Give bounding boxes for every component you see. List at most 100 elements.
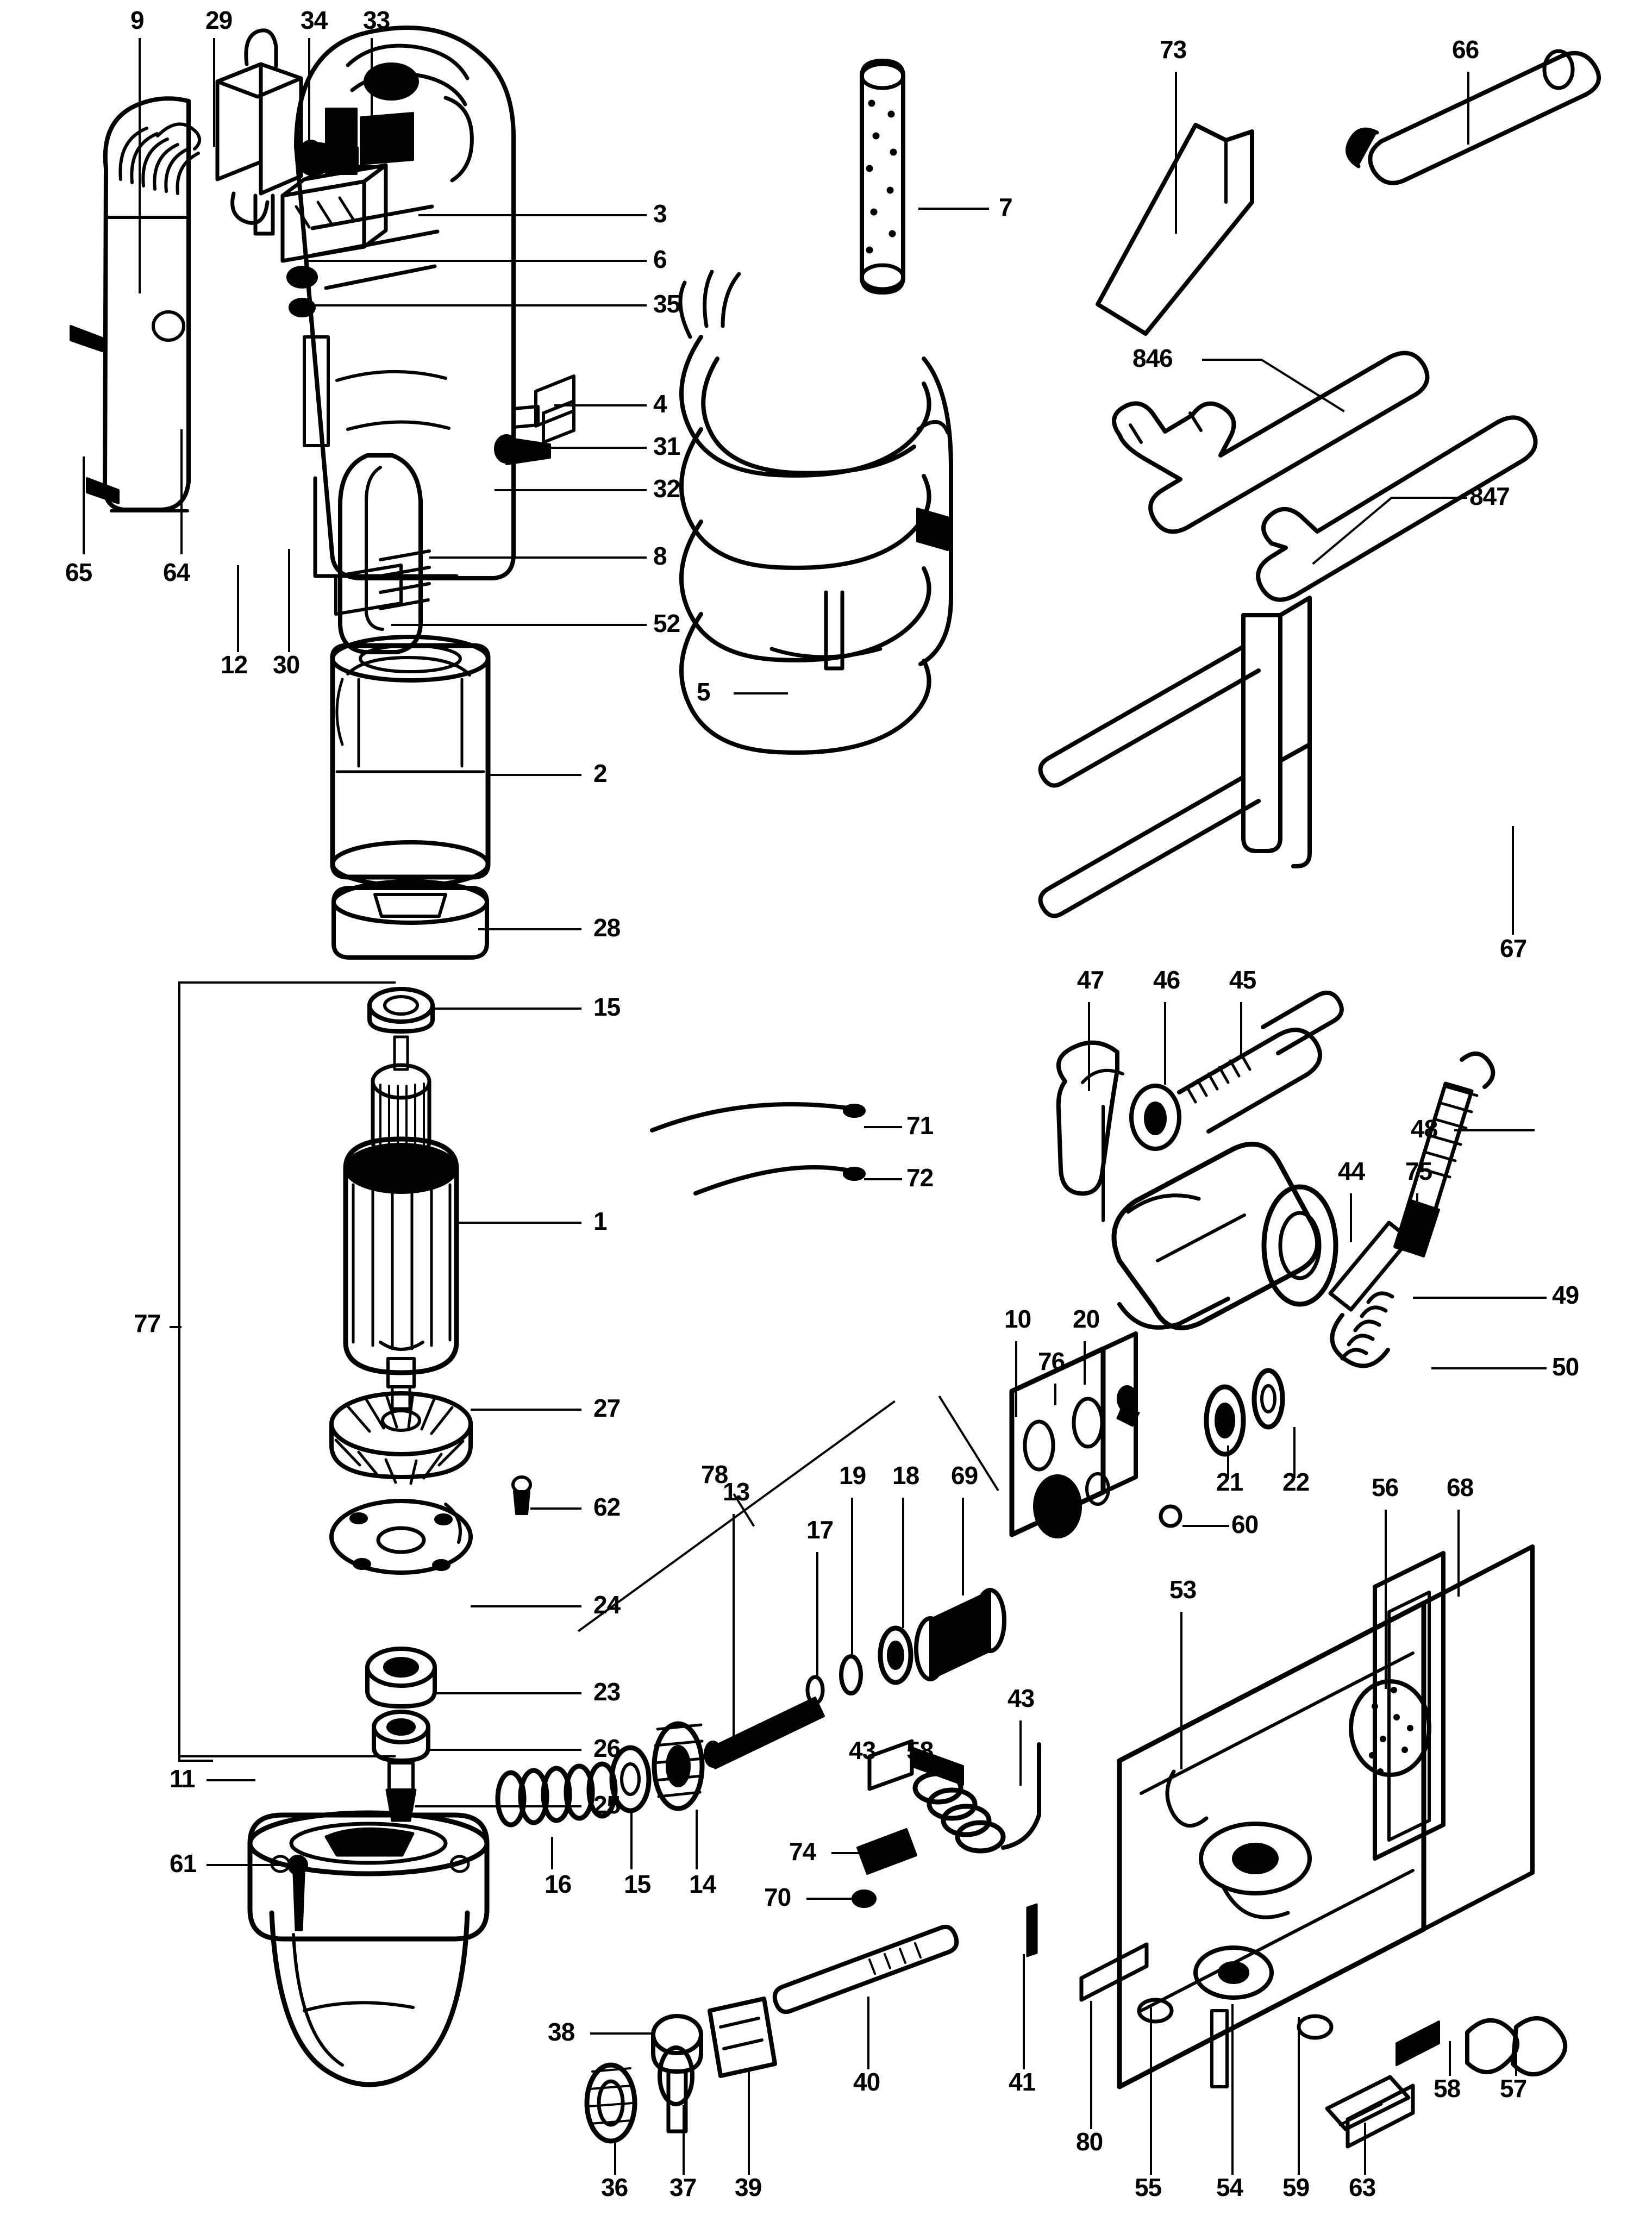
- callout-43-left[interactable]: 43: [849, 1736, 876, 1765]
- callout-1[interactable]: 1: [593, 1207, 608, 1235]
- part-pin-62: [511, 1475, 532, 1515]
- callout-55[interactable]: 55: [1135, 2173, 1162, 2201]
- callout-61[interactable]: 61: [170, 1849, 197, 1878]
- callout-8[interactable]: 8: [653, 542, 667, 570]
- callout-38[interactable]: 38: [548, 2018, 575, 2046]
- callout-846[interactable]: 846: [1132, 344, 1173, 372]
- part-bearing-26: [372, 1710, 430, 1763]
- callout-25[interactable]: 25: [593, 1791, 621, 1819]
- callout-67[interactable]: 67: [1500, 934, 1527, 962]
- part-collar-36: [584, 2062, 637, 2144]
- callout-58-lower[interactable]: 58: [1434, 2074, 1461, 2103]
- callout-5[interactable]: 5: [697, 678, 711, 706]
- callout-57[interactable]: 57: [1500, 2074, 1527, 2103]
- callout-36[interactable]: 36: [601, 2173, 628, 2201]
- callout-75[interactable]: 75: [1405, 1157, 1432, 1185]
- part-motor-cover-64: [102, 96, 202, 512]
- callout-15-top[interactable]: 15: [593, 993, 621, 1021]
- callout-47[interactable]: 47: [1077, 966, 1104, 994]
- callout-76[interactable]: 76: [1038, 1347, 1065, 1375]
- callout-9[interactable]: 9: [130, 6, 145, 34]
- part-bearing-23: [365, 1647, 437, 1709]
- part-ring-22: [1251, 1368, 1285, 1430]
- callout-21[interactable]: 21: [1216, 1468, 1243, 1496]
- callout-847[interactable]: 847: [1469, 482, 1510, 510]
- callout-6[interactable]: 6: [653, 245, 667, 273]
- group-bracket-77: [178, 981, 213, 1762]
- callout-24[interactable]: 24: [593, 1591, 621, 1619]
- callout-39[interactable]: 39: [735, 2173, 762, 2201]
- callout-59[interactable]: 59: [1282, 2173, 1310, 2201]
- callout-35[interactable]: 35: [653, 290, 680, 318]
- callout-54[interactable]: 54: [1216, 2173, 1243, 2201]
- callout-48[interactable]: 48: [1411, 1115, 1438, 1143]
- part-handle-8: [338, 453, 431, 654]
- bracket-77-bottom-arm: [178, 1755, 396, 1757]
- callout-31[interactable]: 31: [653, 432, 680, 460]
- callout-73[interactable]: 73: [1160, 35, 1187, 64]
- callout-17[interactable]: 17: [806, 1516, 834, 1544]
- callout-19[interactable]: 19: [839, 1461, 866, 1490]
- callout-70[interactable]: 70: [764, 1883, 791, 1911]
- callout-33[interactable]: 33: [363, 6, 390, 34]
- callout-18[interactable]: 18: [892, 1461, 919, 1490]
- callout-16[interactable]: 16: [545, 1870, 572, 1898]
- callout-26[interactable]: 26: [593, 1734, 621, 1762]
- callout-68[interactable]: 68: [1447, 1473, 1474, 1501]
- callout-43-right[interactable]: 43: [1008, 1684, 1035, 1712]
- callout-29[interactable]: 29: [205, 6, 233, 34]
- callout-15-lower[interactable]: 15: [624, 1870, 651, 1898]
- callout-20[interactable]: 20: [1073, 1305, 1100, 1333]
- part-clamp-74: [856, 1828, 917, 1875]
- callout-12[interactable]: 12: [221, 650, 248, 679]
- callout-22[interactable]: 22: [1282, 1468, 1310, 1496]
- callout-10[interactable]: 10: [1004, 1305, 1031, 1333]
- callout-66[interactable]: 66: [1452, 35, 1479, 64]
- callout-28[interactable]: 28: [593, 913, 621, 942]
- callout-2[interactable]: 2: [593, 759, 608, 787]
- callout-77[interactable]: 77: [134, 1309, 161, 1337]
- callout-46[interactable]: 46: [1153, 966, 1180, 994]
- callout-60[interactable]: 60: [1231, 1510, 1259, 1538]
- callout-27[interactable]: 27: [593, 1394, 621, 1422]
- callout-80[interactable]: 80: [1076, 2128, 1103, 2156]
- callout-64[interactable]: 64: [163, 558, 190, 586]
- part-spring-50: [1340, 1291, 1394, 1361]
- callout-13[interactable]: 13: [723, 1478, 750, 1506]
- callout-49[interactable]: 49: [1552, 1281, 1579, 1309]
- part-washer-46: [1129, 1084, 1181, 1151]
- callout-72[interactable]: 72: [906, 1163, 934, 1192]
- part-screw-76: [1116, 1385, 1140, 1427]
- callout-53[interactable]: 53: [1169, 1575, 1197, 1604]
- callout-40[interactable]: 40: [853, 2068, 880, 2096]
- callout-78[interactable]: 78: [701, 1460, 728, 1488]
- callout-65[interactable]: 65: [65, 558, 92, 586]
- part-knob-38: [651, 2014, 703, 2133]
- callout-71[interactable]: 71: [906, 1111, 934, 1140]
- callout-41[interactable]: 41: [1009, 2068, 1036, 2096]
- callout-30[interactable]: 30: [273, 650, 300, 679]
- callout-62[interactable]: 62: [593, 1493, 621, 1521]
- callout-14[interactable]: 14: [689, 1870, 716, 1898]
- callout-11[interactable]: 11: [170, 1765, 196, 1793]
- callout-37[interactable]: 37: [669, 2173, 697, 2201]
- callout-34[interactable]: 34: [301, 6, 328, 34]
- part-screw-65: [70, 325, 120, 504]
- callout-58-upper[interactable]: 58: [906, 1736, 934, 1765]
- callout-4[interactable]: 4: [653, 390, 667, 418]
- callout-45[interactable]: 45: [1229, 966, 1256, 994]
- callout-74[interactable]: 74: [789, 1837, 816, 1866]
- part-lead-72: [693, 1165, 866, 1196]
- callout-44[interactable]: 44: [1338, 1157, 1365, 1185]
- callout-7[interactable]: 7: [999, 193, 1013, 221]
- part-stone-7: [860, 59, 905, 295]
- callout-32[interactable]: 32: [653, 474, 680, 503]
- callout-50[interactable]: 50: [1552, 1353, 1579, 1381]
- callout-52[interactable]: 52: [653, 609, 680, 637]
- callout-69[interactable]: 69: [951, 1461, 978, 1490]
- callout-63[interactable]: 63: [1349, 2173, 1376, 2201]
- callout-23[interactable]: 23: [593, 1678, 621, 1706]
- part-nut-35: [289, 298, 316, 317]
- callout-3[interactable]: 3: [653, 199, 667, 228]
- callout-56[interactable]: 56: [1372, 1473, 1399, 1501]
